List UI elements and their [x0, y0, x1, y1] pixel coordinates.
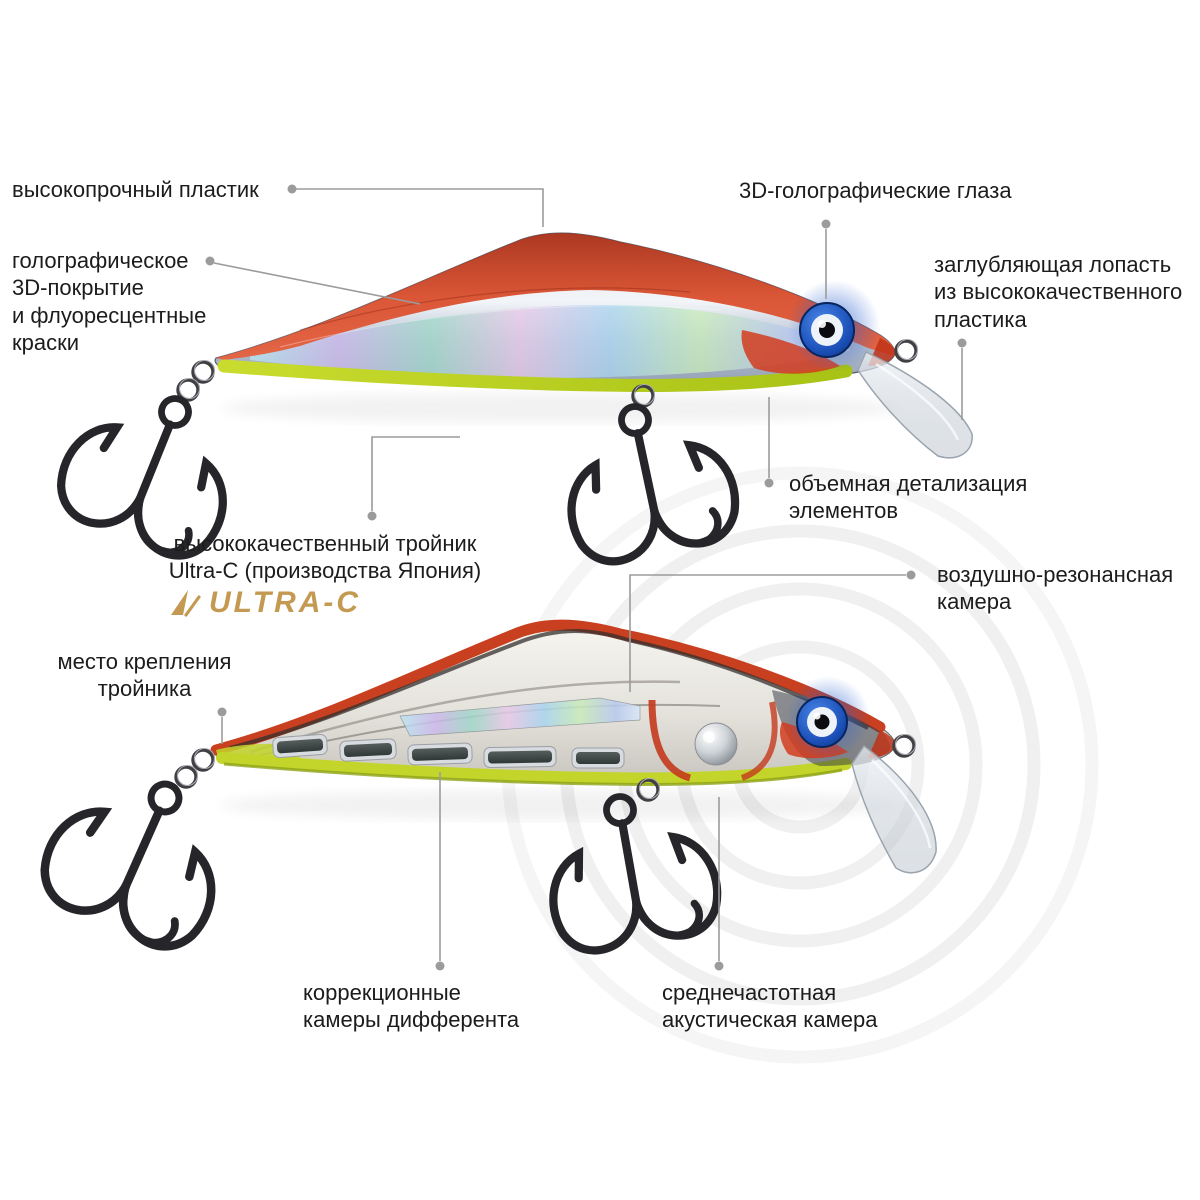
nose-split-ring [894, 337, 920, 363]
leader-acoustic-chamber [714, 797, 724, 971]
leader-trim-chambers [435, 772, 445, 971]
cutaway-red-rim [210, 619, 886, 756]
cutaway-lip-blade [851, 744, 937, 874]
diving-lip-blade [857, 350, 973, 459]
holographic-eye [799, 302, 855, 358]
leader-volumetric-detailing [764, 397, 774, 488]
cutaway-eye [796, 696, 848, 748]
label-holographic-coating: голографическое 3D-покрытие и флуоресцен… [12, 248, 207, 355]
lure-exterior [176, 232, 973, 459]
leader-durable-plastic [287, 184, 544, 227]
lure-cutaway [174, 619, 937, 874]
leader-diving-lip [957, 338, 967, 420]
ultra-c-hook-icon [171, 590, 201, 617]
holo-insert [399, 697, 641, 737]
label-hook-attachment: место крепления тройника [57, 649, 232, 702]
label-air-chamber: воздушно-резонансная камера [937, 562, 1174, 615]
label-acoustic-chamber: среднечастотная акустическая камера [662, 980, 878, 1033]
tail-split-ring [191, 358, 217, 384]
cutaway-belly-rim [216, 752, 852, 785]
label-durable-plastic: высокопрочный пластик [12, 177, 259, 202]
leader-air-chamber [629, 570, 916, 692]
label-holographic-eyes: 3D-голографические глаза [739, 178, 1012, 203]
red-back [216, 233, 895, 360]
leader-hook-attachment [217, 707, 227, 744]
treble-hook-front-bottom [31, 751, 248, 960]
cutaway-nose-split-ring [892, 732, 918, 758]
leader-holographic-coating [205, 256, 421, 305]
leader-holographic-eyes [821, 219, 831, 299]
leader-lines [205, 184, 967, 971]
cutaway-tail-split-ring-2 [174, 763, 200, 789]
ultra-c-logo: ULTRA-C [170, 586, 361, 620]
leader-premium-treble [367, 436, 460, 521]
acoustic-chamber-ball [648, 699, 778, 782]
chartreuse-belly [217, 359, 853, 392]
label-premium-treble: высококачественный тройник Ultra-C (прои… [168, 531, 482, 584]
label-volumetric-detailing: объемная детализация элементов [789, 471, 1028, 524]
label-trim-chambers: коррекционные камеры дифферента [303, 980, 520, 1033]
label-diving-lip: заглубляющая лопасть из высококачественн… [934, 252, 1183, 332]
cutaway-tail-split-ring [191, 746, 217, 772]
trim-chamber-slots [272, 734, 625, 769]
ultra-c-logo-text: ULTRA-C [209, 586, 362, 619]
